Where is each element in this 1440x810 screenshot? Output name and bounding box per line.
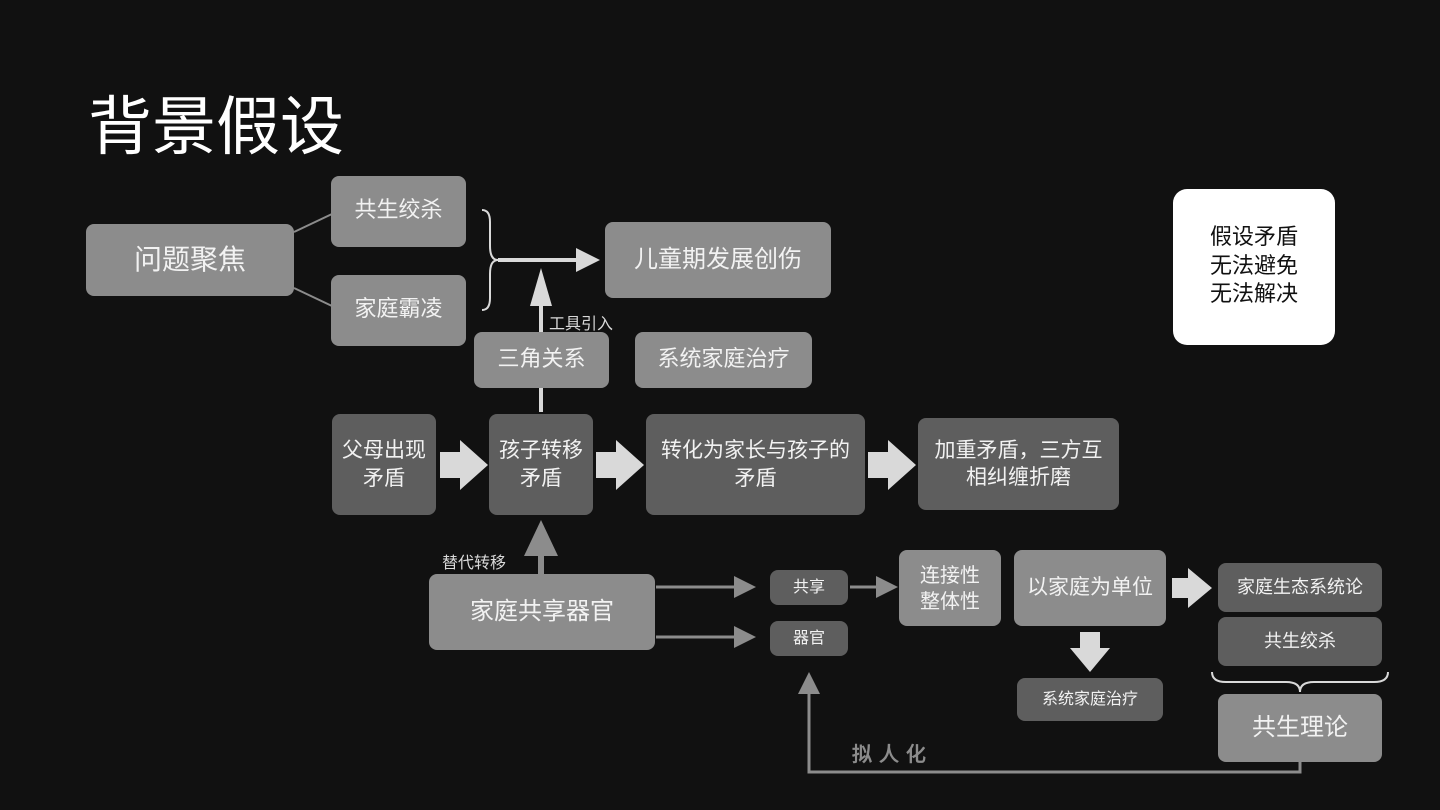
convert-conflict-node: 转化为家长与孩子的矛盾 — [646, 414, 865, 515]
family-ecosystem-node: 家庭生态系统论 — [1218, 563, 1382, 612]
block-arrow-2 — [596, 440, 644, 490]
assumption-line2: 无法避免 — [1209, 253, 1298, 279]
arrow-personification-head — [798, 672, 820, 694]
convert-conflict-line1: 转化为家长与孩子的 — [661, 438, 850, 463]
aggravate-line1: 加重矛盾，三方互 — [934, 437, 1103, 462]
connectivity-node: 连接性整体性 — [899, 550, 1001, 626]
arrow-personification-path — [807, 690, 1302, 774]
aggravate-line2: 相纠缠折磨 — [966, 465, 1071, 489]
arrow-to-shared-head — [734, 576, 756, 598]
assumption-box: 假设矛盾无法避免无法解决 — [1173, 189, 1335, 345]
connectivity-line1: 连接性 — [920, 563, 980, 587]
arrow-tool-head — [530, 268, 552, 306]
family-bullying-node: 家庭霸凌 — [331, 275, 466, 346]
child-transfer-node: 孩子转移矛盾 — [489, 414, 593, 515]
convert-conflict-line2: 矛盾 — [734, 465, 777, 490]
symbiosis-theory-node: 共生理论 — [1218, 694, 1382, 762]
curly-brace-bottom — [1211, 671, 1389, 693]
shared-node: 共享 — [770, 570, 848, 605]
aggravate-node: 加重矛盾，三方互相纠缠折磨 — [918, 418, 1119, 510]
curly-brace-right — [481, 209, 499, 311]
connector-problem-to-strangle — [293, 213, 333, 233]
assumption-line1: 假设矛盾 — [1209, 225, 1298, 251]
arrow-substitute-head — [524, 520, 558, 556]
triangle-relation-node: 三角关系 — [474, 332, 609, 388]
systemic-family-therapy-bottom-node: 系统家庭治疗 — [1017, 678, 1163, 721]
childhood-trauma-node: 儿童期发展创伤 — [605, 222, 831, 298]
arrow-to-organ-head — [734, 626, 756, 648]
symbiotic-strangle-node: 共生绞杀 — [331, 176, 466, 247]
parents-conflict-line1: 父母出现 — [342, 438, 426, 463]
systemic-family-therapy-top-node: 系统家庭治疗 — [635, 332, 812, 388]
organ-node: 器官 — [770, 621, 848, 656]
personification-label: 拟 人 化 — [852, 742, 926, 766]
block-arrow-3 — [868, 440, 916, 490]
block-arrow-down — [1070, 632, 1110, 672]
arrow-to-trauma-head — [576, 248, 600, 272]
arrow-to-connectivity-head — [876, 576, 898, 598]
problem-focus-node: 问题聚焦 — [86, 224, 294, 296]
symbiotic-strangle-bottom-node: 共生绞杀 — [1218, 617, 1382, 666]
connector-problem-to-bullying — [293, 287, 333, 307]
page-title: 背景假设 — [88, 91, 344, 165]
family-unit-node: 以家庭为单位 — [1014, 550, 1166, 626]
substitute-transfer-label: 替代转移 — [442, 553, 507, 572]
block-arrow-to-ecosystem — [1172, 568, 1212, 608]
family-shared-organ-node: 家庭共享器官 — [429, 574, 655, 650]
child-transfer-line2: 矛盾 — [520, 465, 562, 490]
child-transfer-line1: 孩子转移 — [499, 438, 583, 463]
block-arrow-1 — [440, 440, 488, 490]
assumption-line3: 无法解决 — [1209, 282, 1298, 308]
parents-conflict-line2: 矛盾 — [363, 465, 405, 490]
connectivity-line2: 整体性 — [920, 589, 980, 613]
tool-intro-label: 工具引入 — [549, 314, 614, 333]
parents-conflict-node: 父母出现矛盾 — [332, 414, 436, 515]
